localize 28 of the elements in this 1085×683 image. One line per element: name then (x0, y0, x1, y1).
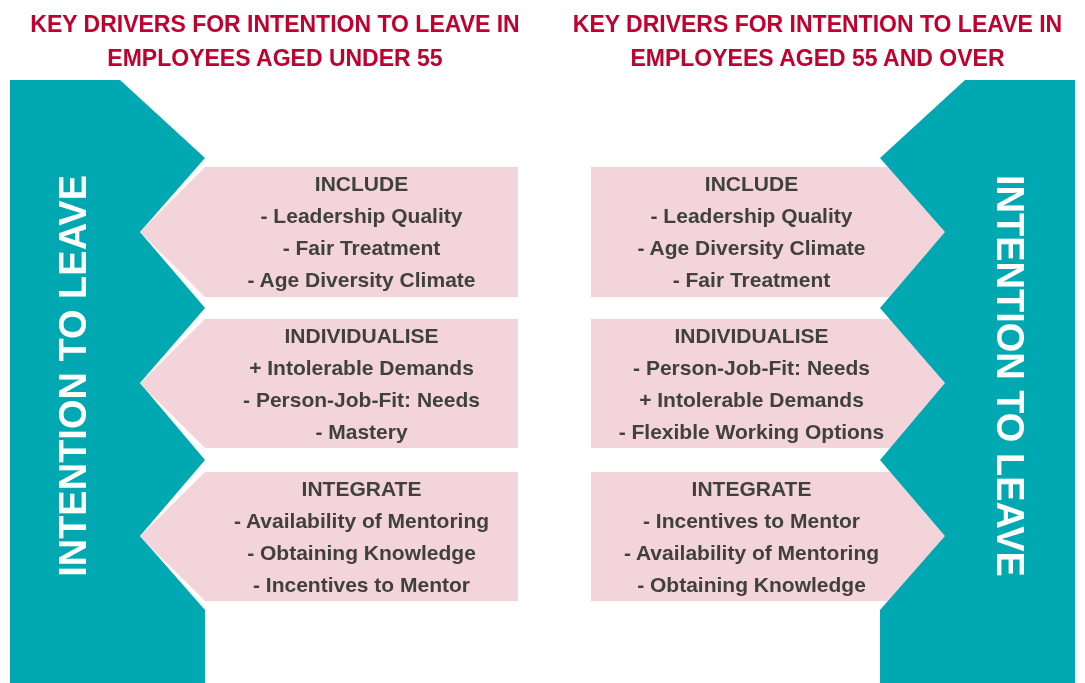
list-item: - Age Diversity Climate (637, 235, 866, 261)
list-item: - Availability of Mentoring (623, 539, 880, 566)
column-heading: KEY DRIVERS FOR INTENTION TO LEAVE IN EMPLOYEES AGED 55 AND OVER (571, 10, 1064, 73)
list-item: - Obtaining Knowledge (247, 539, 476, 566)
section-heading: INDIVIDUALISE (674, 322, 829, 349)
list-item: - Availability of Mentoring (233, 507, 490, 534)
list-item: - Incentives to Mentor (253, 571, 470, 598)
list-item: - Incentives to Mentor (643, 507, 860, 534)
list-item: - Flexible Working Options (618, 418, 885, 445)
section-heading: INTEGRATE (301, 475, 422, 502)
section-heading: INCLUDE (704, 171, 799, 197)
list-item: - Age Diversity Climate (247, 267, 476, 293)
section-heading: INDIVIDUALISE (284, 322, 439, 349)
section-heading: INCLUDE (314, 171, 409, 197)
vertical-heading: INTENTION TO LEAVE (52, 175, 95, 577)
list-item: - Fair Treatment (282, 235, 441, 261)
list-item: - Fair Treatment (672, 267, 831, 293)
column-heading: KEY DRIVERS FOR INTENTION TO LEAVE IN EMPLOYEES AGED UNDER 55 (29, 10, 521, 73)
list-item: - Leadership Quality (650, 203, 853, 229)
list-item: - Person-Job-Fit: Needs (243, 386, 480, 413)
list-item: - Person-Job-Fit: Needs (633, 354, 870, 381)
list-item: - Mastery (315, 418, 408, 445)
list-item: + Intolerable Demands (249, 354, 474, 381)
vertical-heading: INTENTION TO LEAVE (988, 175, 1031, 577)
list-item: - Leadership Quality (260, 203, 463, 229)
list-item: + Intolerable Demands (639, 386, 864, 413)
section-heading: INTEGRATE (691, 475, 812, 502)
list-item: - Obtaining Knowledge (637, 571, 866, 598)
